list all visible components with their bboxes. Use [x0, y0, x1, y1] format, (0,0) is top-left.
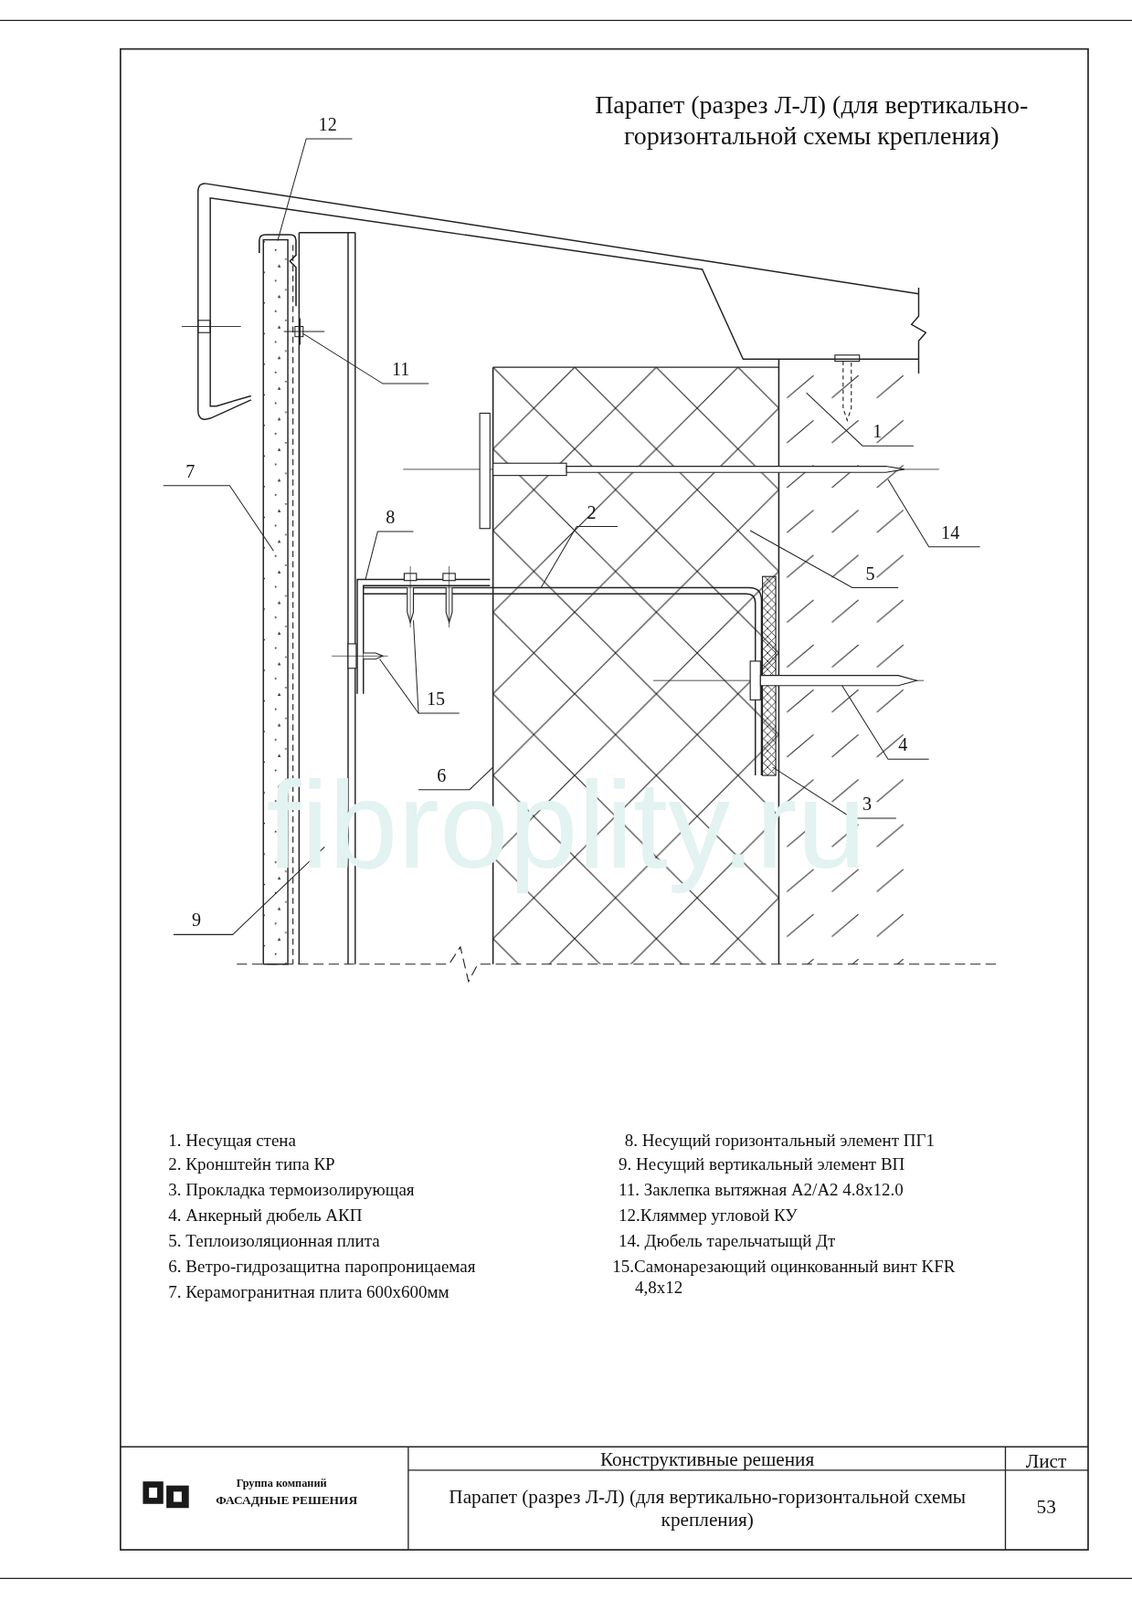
drawing-title: Парапет (разрез Л-Л) (для вертикально-го… — [454, 89, 1132, 151]
disc-dowel — [493, 463, 567, 476]
company-logo — [148, 1488, 158, 1499]
cap-screw — [835, 355, 860, 422]
vertical-profile — [298, 232, 355, 233]
callout-number: 2 — [586, 502, 596, 525]
leader-lines — [540, 526, 618, 588]
insulation-slab — [493, 367, 780, 369]
sheet-number: 53 — [1036, 1496, 1057, 1520]
horizontal-profile — [357, 580, 490, 695]
parapet-cap — [181, 326, 242, 328]
legend-note: 11. Заклепка вытяжная A2/A2 4.8x12.0 — [618, 1181, 904, 1203]
bracket — [363, 593, 756, 776]
company-logo — [166, 1486, 190, 1510]
callout-number: 15 — [426, 688, 445, 711]
legend-note: 1. Несущая стена — [168, 1131, 297, 1153]
callout-number: 8 — [385, 507, 395, 529]
leader-lines — [842, 686, 930, 760]
sheet-frame — [0, 1578, 1132, 1580]
callout-number: 1 — [872, 421, 882, 444]
title-block — [1005, 1447, 1006, 1551]
leader-lines — [303, 333, 429, 384]
bracket — [363, 588, 762, 777]
sheet-frame — [0, 20, 1132, 22]
title-block-cell: Лист — [1026, 1450, 1067, 1474]
callout-number: 5 — [865, 563, 875, 586]
legend-note: 3. Прокладка термоизолирующая — [168, 1181, 414, 1203]
bracket — [363, 588, 762, 777]
self-tapping-screws — [331, 566, 455, 669]
legend-note: 2. Кронштейн типа КР — [168, 1155, 335, 1177]
title-block-cell: Конструктивные решения — [600, 1449, 815, 1472]
watermark: fibroplity.ru — [266, 750, 867, 900]
parapet-cap — [198, 183, 920, 420]
horizontal-profile — [357, 580, 490, 695]
disc-dowel — [479, 412, 490, 529]
leader-lines — [163, 138, 981, 935]
callout-number: 12 — [318, 114, 338, 137]
self-tapping-screws — [331, 655, 388, 657]
leader-lines — [380, 659, 419, 714]
company-logo — [142, 1481, 189, 1509]
legend-note: 5. Теплоизоляционная плита — [168, 1231, 380, 1253]
anchor-dowel — [750, 661, 761, 700]
title-block — [120, 1447, 1089, 1449]
sheet-title: Парапет (разрез Л-Л) (для вертикально-го… — [421, 1486, 994, 1534]
callout-number: 9 — [191, 910, 202, 933]
title-block — [120, 1447, 1089, 1551]
sheet-frame — [120, 49, 1089, 1551]
corner-clamp — [259, 234, 297, 307]
leader-lines — [888, 479, 981, 548]
legend-note: 4. Анкерный дюбель АКП — [168, 1206, 362, 1228]
title-block — [407, 1447, 409, 1551]
leader-lines — [750, 530, 899, 589]
leader-lines — [277, 138, 353, 242]
legend-note: 7. Керамогранитная плита 600x600мм — [168, 1282, 449, 1304]
self-tapping-screws — [448, 566, 450, 628]
callout-number: 14 — [941, 522, 960, 545]
leader-lines — [163, 486, 275, 552]
parapet-cap — [198, 320, 211, 333]
leader-lines — [806, 392, 914, 446]
parapet-cap — [911, 287, 927, 374]
cap-screw — [835, 355, 860, 362]
callout-number: 4 — [898, 734, 908, 757]
rivet — [295, 327, 304, 338]
leader-lines — [412, 620, 459, 714]
company-name: Группа компаний — [236, 1477, 328, 1492]
legend-note: 12.Кляммер угловой КУ — [618, 1206, 798, 1228]
horizontal-profile — [363, 585, 491, 694]
self-tapping-screws — [410, 566, 412, 628]
cap-screw — [843, 360, 852, 421]
disc-dowel — [566, 466, 905, 474]
leader-lines — [365, 531, 414, 581]
legend-note: 6. Ветро-гидрозащитна паропроницаемая — [168, 1257, 476, 1279]
legend-note: 14. Дюбель тарельчатыщй Дт — [618, 1231, 836, 1253]
legend-note: 15.Самонарезающий оцинкованный винт KFR … — [612, 1257, 972, 1300]
parapet-cap — [210, 198, 919, 407]
company-logo — [173, 1491, 182, 1503]
legend-note: 8. Несущий горизонтальный элемент ПГ1 — [624, 1131, 935, 1153]
anchor-dowel — [760, 676, 917, 687]
rivet — [299, 318, 301, 346]
break-line — [236, 947, 1001, 983]
rivet — [284, 318, 326, 346]
break-line — [236, 947, 1001, 983]
anchor-dowel — [653, 661, 924, 700]
sheet-frame — [0, 20, 1132, 1579]
legend-note: 9. Несущий вертикальный элемент ВП — [618, 1155, 905, 1177]
company-logo — [142, 1481, 163, 1505]
callout-number: 11 — [391, 359, 410, 381]
company-name: ФАСАДНЫЕ РЕШЕНИЯ — [215, 1492, 358, 1508]
rivet — [284, 331, 326, 333]
callout-number: 7 — [185, 461, 195, 484]
corner-clamp — [259, 234, 297, 307]
disc-dowel — [402, 412, 940, 529]
